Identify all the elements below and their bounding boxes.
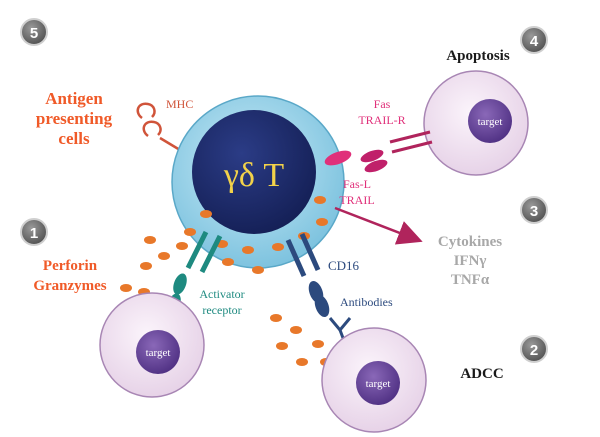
- antigen-presenting-cells-label: Antigen presenting cells: [36, 89, 113, 148]
- fas-ligand-label: Fas-L TRAIL: [339, 177, 374, 207]
- antigen-line-2: presenting: [36, 109, 113, 128]
- adcc-granules: [270, 314, 332, 366]
- mhc-label: MHC: [166, 97, 193, 111]
- cd16-label: CD16: [328, 258, 360, 273]
- gamma-delta-t-cell: γδ T: [171, 95, 345, 269]
- apoptosis-target-cell: target: [423, 70, 529, 176]
- badge-1-number: 1: [30, 225, 38, 242]
- apoptosis-title: Apoptosis: [446, 48, 510, 64]
- cytokine-arrow: [334, 206, 423, 245]
- trail-label: TRAIL: [339, 193, 374, 207]
- perforin-line: Perforin: [43, 258, 98, 274]
- badge-4-number: 4: [530, 33, 539, 50]
- cytokines-line-2: IFNγ: [454, 253, 487, 269]
- perforin-granzymes-label: Perforin Granzymes: [33, 258, 106, 294]
- activator-line: Activator: [199, 287, 244, 301]
- mhc-molecule-icon: [136, 102, 181, 152]
- cytokines-line-1: Cytokines: [438, 234, 502, 250]
- perforin-target-cell: target: [99, 292, 205, 398]
- fas-l-label: Fas-L: [343, 177, 371, 191]
- antigen-line-3: cells: [58, 129, 90, 148]
- badge-2: 2: [520, 335, 548, 363]
- granzymes-line: Granzymes: [33, 278, 106, 294]
- badge-1: 1: [20, 218, 48, 246]
- fas-label: Fas: [374, 97, 391, 111]
- receptor-line: receptor: [202, 303, 241, 317]
- fas-receptor-label: Fas TRAIL-R: [358, 97, 405, 127]
- badge-3-number: 3: [530, 203, 538, 220]
- badge-3: 3: [520, 196, 548, 224]
- perforin-target-label: target: [146, 347, 171, 359]
- cd16-antibody-icon: [285, 232, 358, 356]
- adcc-title: ADCC: [460, 366, 503, 382]
- cytokines-label: Cytokines IFNγ TNFα: [438, 234, 502, 288]
- badge-2-number: 2: [530, 342, 538, 359]
- cytokines-line-3: TNFα: [451, 272, 490, 288]
- apoptosis-target-label: target: [478, 116, 503, 128]
- antibodies-label: Antibodies: [340, 295, 393, 309]
- gamma-delta-t-label: γδ T: [223, 157, 285, 194]
- badge-5-number: 5: [30, 25, 38, 42]
- trail-r-label: TRAIL-R: [358, 113, 405, 127]
- badge-4: 4: [520, 26, 548, 54]
- adcc-target-label: target: [366, 378, 391, 390]
- adcc-target-cell: target: [321, 327, 427, 433]
- fas-ligand-receptor-icon: [324, 130, 433, 173]
- activator-receptor-label: Activator receptor: [199, 287, 244, 317]
- badge-5: 5: [20, 18, 48, 46]
- antigen-line-1: Antigen: [45, 89, 103, 108]
